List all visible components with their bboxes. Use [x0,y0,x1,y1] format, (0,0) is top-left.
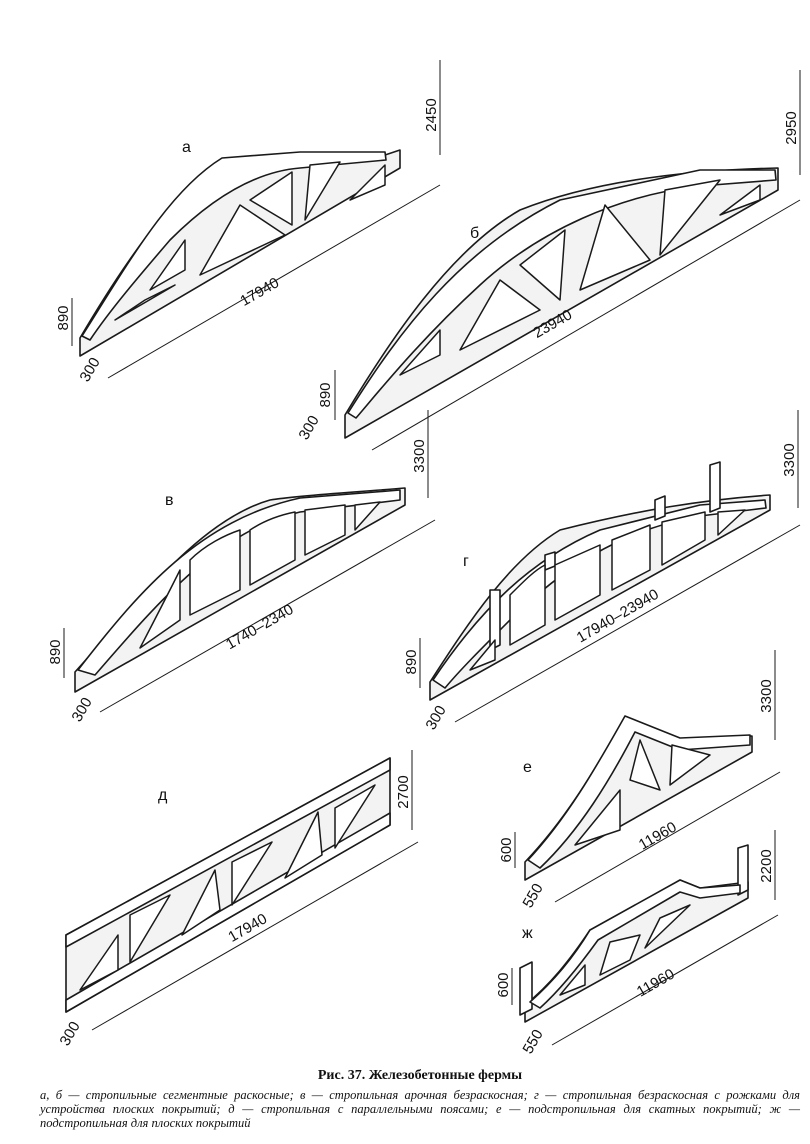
truss-v-panel [249,511,296,586]
truss-figure: 17940 2450 890 300 а 23940 2950 890 300 … [47,60,801,1057]
figure-caption: Рис. 37. Железобетонные фермы а, б — стр… [40,1068,800,1130]
truss-e-span-label: 11960 [636,819,680,854]
truss-b-width-label: 300 [295,413,322,443]
truss-b-panel [519,229,566,301]
truss-e-top-chord [527,715,751,869]
truss-a-span-dimline [107,184,441,379]
truss-g-panel [469,639,496,671]
truss-zh-panel [644,904,691,949]
truss-zh-tag: ж [522,925,533,942]
truss-zh-panel [599,934,641,976]
truss-b-panel [659,179,721,256]
truss-b-panel [719,184,761,216]
truss-zh-width-label: 550 [519,1027,546,1057]
truss-d-panel [284,811,323,879]
truss-g-horn [709,461,721,513]
truss-v-tag: в [165,492,174,509]
truss-e-rise-label: 3300 [758,679,775,712]
truss-g-width-label: 300 [422,703,449,733]
truss-d-width-label: 300 [56,1019,83,1049]
truss-g-panel [661,511,706,566]
truss-g-panel [717,509,746,536]
truss-a-tag: а [182,139,191,156]
truss-d-panel [79,934,119,991]
truss-v: 1740–2340 3300 890 300 в [47,410,436,725]
truss-g-rise-label: 3300 [781,443,798,476]
caption-title: Рис. 37. Железобетонные фермы [317,1068,523,1083]
truss-d-panel [129,894,171,963]
truss-g: 17940–23940 3300 890 300 г [403,410,801,733]
truss-v-end-height-label: 890 [47,639,64,664]
truss-v-span-label: 1740–2340 [223,601,297,653]
truss-g-horn [654,495,666,521]
truss-zh-rise-label: 2200 [758,849,775,882]
truss-v-panel [354,501,381,531]
truss-g-end-height-label: 890 [403,649,420,674]
truss-g-top-chord [432,499,767,689]
truss-v-panel [304,504,346,556]
truss-v-span-dimline [99,519,436,713]
truss-b-span-dimline [371,199,801,451]
truss-zh: 11960 2200 600 550 ж [495,830,779,1057]
truss-b-rise-label: 2950 [783,111,800,144]
truss-a-panel [249,171,293,226]
truss-b-end-height-label: 890 [317,382,334,407]
truss-d-rise-label: 2700 [395,775,412,808]
truss-d-panel [231,841,273,906]
truss-a-panel [199,204,286,276]
truss-g-tag: г [463,553,469,570]
truss-v-width-label: 300 [68,695,95,725]
truss-d-tag: д [158,787,168,804]
truss-a: 17940 2450 890 300 а [55,60,441,385]
truss-a-top-chord [81,151,387,341]
truss-e-span-dimline [554,771,781,903]
truss-e-panel [669,744,711,786]
truss-a-span-label: 17940 [237,274,282,310]
truss-g-panel [611,524,651,591]
truss-g-panel [554,544,601,621]
truss-b: 23940 2950 890 300 б [295,70,801,451]
truss-a-end-height-label: 890 [55,305,72,330]
truss-b-top-chord [347,169,777,419]
truss-zh-horn-left [519,961,533,1016]
truss-e-panel [629,739,661,791]
truss-zh-top-chord [529,879,741,1009]
truss-v-top-chord [77,489,401,676]
truss-v-panel [189,529,241,616]
truss-zh-end-height-label: 600 [495,972,512,997]
truss-zh-span-dimline [551,914,779,1046]
truss-v-rise-label: 3300 [411,439,428,472]
truss-zh-panel [559,964,586,996]
truss-e-panel [574,789,621,846]
truss-g-span-dimline [454,524,801,723]
truss-e: 11960 3300 600 550 е [498,650,781,911]
truss-a-panel [349,164,386,201]
truss-b-tag: б [470,225,479,242]
truss-g-horn [544,551,556,571]
truss-a-width-label: 300 [76,355,103,385]
truss-a-panel [304,161,341,221]
truss-e-end-height-label: 600 [498,837,515,862]
truss-d-span-dimline [91,841,419,1031]
truss-d-panel [181,869,221,936]
truss-zh-span-label: 11960 [634,966,678,1001]
truss-d-top-chord [65,757,391,948]
truss-g-horn [489,589,501,651]
truss-b-panel [399,329,441,376]
truss-a-panel [149,239,186,291]
truss-b-panel [579,204,651,291]
truss-zh-horn-right [737,844,749,896]
caption-text: а, б — стропильные сегментные раскосные;… [40,1088,800,1130]
truss-e-tag: е [523,759,532,776]
truss-e-width-label: 550 [519,881,546,911]
truss-d-panel [334,784,376,849]
truss-b-panel [459,279,541,351]
truss-v-panel [139,569,181,649]
truss-a-rise-label: 2450 [423,98,440,131]
truss-a-panel [114,284,176,321]
truss-d: 17940 2700 300 д [56,750,419,1049]
truss-g-panel [509,564,546,646]
